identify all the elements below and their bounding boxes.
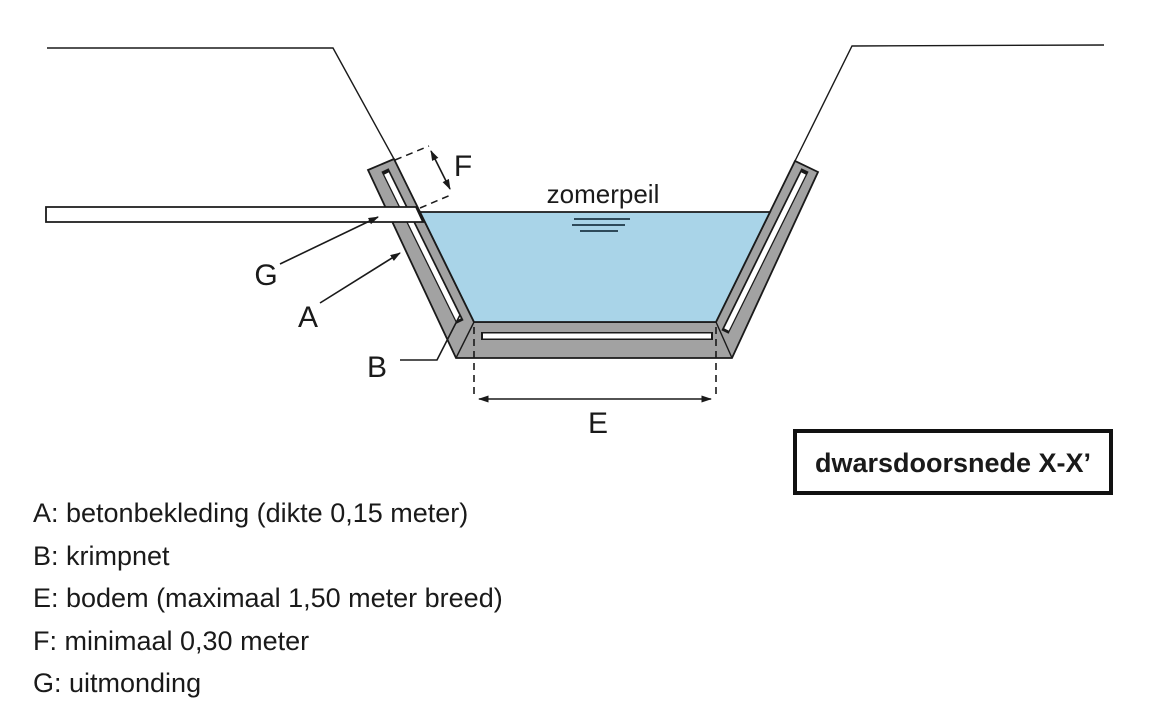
- legend-item-B: B: krimpnet: [33, 540, 170, 571]
- pointer-G-arrow: [279, 216, 379, 265]
- legend-item-A: A: betonbekleding (dikte 0,15 meter): [33, 498, 469, 528]
- label-B: B: [367, 351, 387, 384]
- krimpnet-left-slot: [381, 168, 464, 324]
- label-G: G: [254, 259, 277, 292]
- legend-item-F: F: minimaal 0,30 meter: [33, 625, 310, 656]
- section-title-text: dwarsdoorsnede X-X’: [815, 448, 1091, 478]
- water-level-icon: [572, 218, 630, 232]
- label-A: A: [298, 301, 318, 334]
- pointer-B-line: [400, 314, 461, 361]
- pointer-A-arrow: [319, 252, 401, 304]
- right-slab-seam: [715, 321, 733, 359]
- left-slab-seam: [455, 321, 475, 359]
- label-F: F: [454, 150, 472, 183]
- dimension-F: [394, 145, 454, 209]
- legend-item-G: G: uitmonding: [33, 668, 202, 698]
- right-ground-surface-line: [794, 44, 1105, 162]
- dimension-E: [473, 327, 717, 403]
- krimpnet-right-slot: [721, 168, 809, 334]
- section-title-box: [793, 429, 1113, 495]
- waterline-label: zomerpeil: [547, 179, 660, 209]
- outlet-pipe: [45, 206, 425, 223]
- label-E: E: [588, 407, 608, 440]
- legend: A: betonbekleding (dikte 0,15 meter) B: …: [33, 492, 503, 705]
- water-body: [418, 211, 772, 323]
- legend-item-E: E: bodem (maximaal 1,50 meter breed): [33, 583, 503, 613]
- left-ground-surface-line: [47, 47, 395, 160]
